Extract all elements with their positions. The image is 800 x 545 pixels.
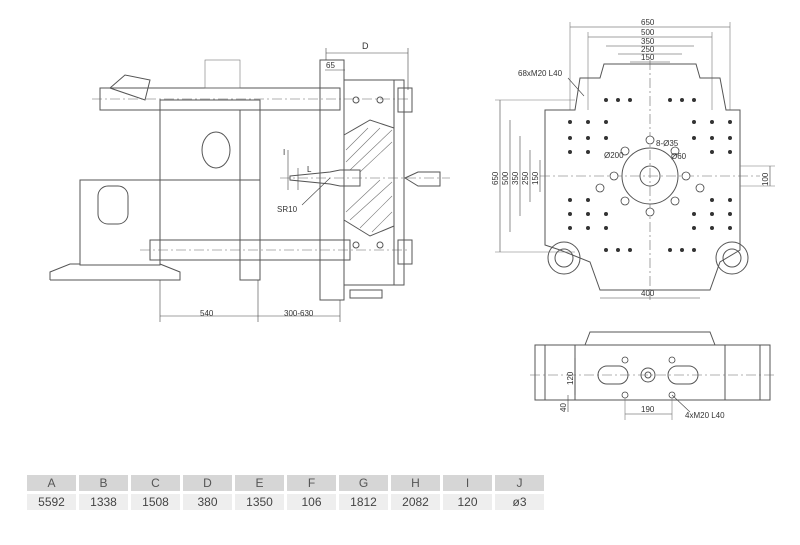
dim-250h-label: 250 [521,171,530,185]
spec-header-row: A B C D E F G H I J [27,475,544,491]
spec-header-cell: F [287,475,336,491]
spec-value-cell: 106 [287,494,336,510]
spec-header-cell: J [495,475,544,491]
dim-190-label: 190 [641,405,655,414]
dim-350w-label: 350 [641,37,655,46]
dim-150h-label: 150 [531,171,540,185]
spec-value-row: 5592 1338 1508 380 1350 106 1812 2082 12… [27,494,544,510]
spec-value-cell: 1508 [131,494,180,510]
dim-150w-label: 150 [641,53,655,62]
dim-300-630-label: 300-630 [284,309,314,318]
side-view: D 65 I L SR10 540 300-630 [49,41,450,322]
dim-650h-label: 650 [491,171,500,185]
dim-400-label: 400 [641,289,655,298]
dim-100-label: 100 [761,172,770,186]
dia-60-label: Ø60 [671,152,687,161]
spec-value-cell: ø3 [495,494,544,510]
platen-outline [544,63,741,291]
housing-window [201,131,231,169]
spec-value-cell: 120 [443,494,492,510]
dim-500w-label: 500 [641,28,655,37]
spec-header-cell: I [443,475,492,491]
dim-i-label: I [283,148,285,157]
dia-200-label: Ø200 [604,151,624,160]
spec-value-cell: 1812 [339,494,388,510]
holes-68-label: 68xM20 L40 [518,69,563,78]
dim-120-label: 120 [566,371,575,385]
base-frame [79,179,161,266]
holes-4-label: 4xM20 L40 [685,411,725,420]
dim-l-label: L [307,165,312,174]
fixed-platen [343,79,395,286]
dim-350h-label: 350 [511,171,520,185]
spec-header-cell: H [391,475,440,491]
spec-header-cell: A [27,475,76,491]
spec-header-cell: G [339,475,388,491]
mold-section [343,119,395,237]
base-window [97,185,129,225]
ejector-holes [595,135,705,217]
dia-35-label: 8-Ø35 [656,139,679,148]
mounting-holes [568,98,732,252]
tie-bar-boss-left [547,241,581,275]
spec-value-cell: 2082 [391,494,440,510]
nozzle [289,169,361,187]
tie-bar-bracket [109,74,151,101]
dim-250w-label: 250 [641,45,655,54]
nozzle-tip [403,171,441,187]
dim-d-label: D [362,41,369,51]
spec-table: A B C D E F G H I J 5592 1338 1508 380 1… [24,472,547,513]
tie-bar-boss-right [715,241,749,275]
spec-header-cell: E [235,475,284,491]
spec-value-cell: 5592 [27,494,76,510]
spec-header-cell: D [183,475,232,491]
platen-view: 650 500 350 250 150 [491,18,775,300]
upper-housing [159,99,261,181]
dim-540-label: 540 [200,309,214,318]
spec-value-cell: 1338 [79,494,128,510]
spec-header-cell: B [79,475,128,491]
spec-value-cell: 380 [183,494,232,510]
technical-drawing: D 65 I L SR10 540 300-630 650 500 350 25… [49,18,775,420]
dim-650w-label: 650 [641,18,655,27]
dim-65-label: 65 [326,61,335,70]
ejector-view: 120 40 190 4xM20 L40 [530,331,775,420]
dim-sr10-label: SR10 [277,205,298,214]
spec-value-cell: 1350 [235,494,284,510]
dim-40-label: 40 [559,403,568,412]
dim-500h-label: 500 [501,171,510,185]
foot [49,263,181,281]
spec-header-cell: C [131,475,180,491]
